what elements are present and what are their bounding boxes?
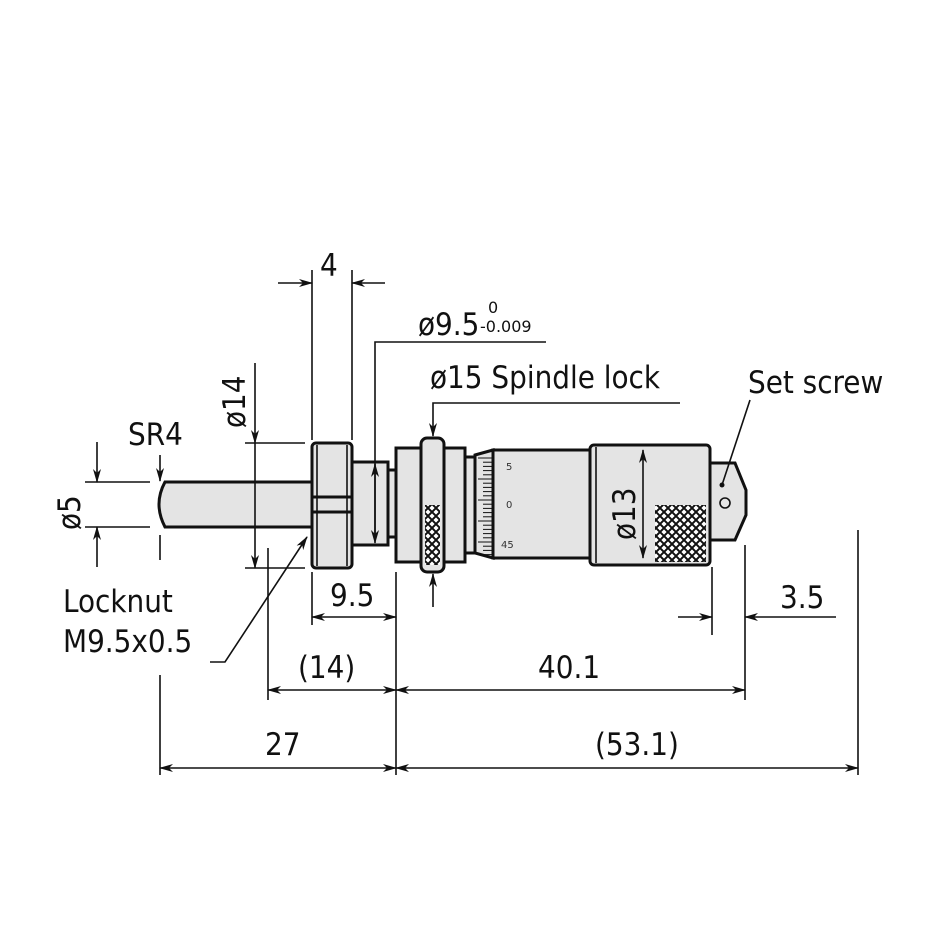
- scale-mark: 0: [506, 500, 512, 511]
- dimension-label: ø5: [52, 495, 88, 530]
- dimension-3-5: 3.5: [678, 567, 836, 635]
- scale-mark: 5: [506, 462, 512, 473]
- dimension-label: (14): [298, 650, 355, 686]
- dimension-spindle-lock: ø15 Spindle lock: [429, 360, 680, 607]
- dimension-label: 4: [320, 248, 338, 284]
- dimension-label: 3.5: [780, 580, 824, 616]
- dimension-label: 9.5: [330, 578, 374, 614]
- dimension-9-5: 9.5: [311, 572, 397, 775]
- ratchet-cap: [708, 461, 748, 542]
- dimension-27: 27: [159, 675, 397, 775]
- spindle-lock-knurl: [425, 505, 440, 565]
- set-screw-label: Set screw: [748, 365, 883, 401]
- dimension-label: ø14: [217, 375, 253, 428]
- dimension-40-1: 40.1: [395, 545, 746, 700]
- micrometer-body: 5 0 45: [157, 436, 748, 574]
- dimension-label: (53.1): [595, 727, 679, 763]
- dimension-label: ø9.5: [418, 307, 479, 343]
- tolerance-lower: -0.009: [480, 317, 532, 336]
- spindle: [157, 480, 314, 529]
- dimension-sr4: SR4: [128, 417, 183, 560]
- dimension-53-1: (53.1): [395, 530, 859, 775]
- dimension-dia-13: ø13: [607, 449, 647, 559]
- scale-mark: 45: [501, 540, 514, 551]
- tolerance-upper: 0: [488, 298, 498, 317]
- locknut-label: Locknut: [63, 584, 173, 620]
- locknut-groove: [310, 495, 354, 514]
- dimension-dia-9-5: ø9.5 0 -0.009: [371, 298, 546, 544]
- ratchet-knurl: [655, 505, 706, 562]
- dimension-14: (14): [267, 548, 397, 700]
- dimension-dia-14: ø14: [217, 363, 305, 569]
- sleeve-neck: [350, 460, 390, 547]
- dimension-4: 4: [278, 248, 385, 440]
- locknut-thread-label: M9.5x0.5: [63, 624, 192, 660]
- cap-hole: [719, 497, 731, 509]
- dimension-label: 27: [265, 727, 300, 763]
- locknut-callout: Locknut M9.5x0.5: [63, 536, 308, 663]
- set-screw-callout: Set screw: [721, 365, 883, 486]
- dimension-label: ø13: [607, 487, 643, 540]
- dimension-label: SR4: [128, 417, 183, 453]
- dimension-label: 40.1: [538, 650, 600, 686]
- spindle-lock-label: ø15 Spindle lock: [430, 360, 661, 396]
- dimension-dia-5: ø5: [52, 442, 150, 567]
- thimble-graduations: [478, 457, 492, 556]
